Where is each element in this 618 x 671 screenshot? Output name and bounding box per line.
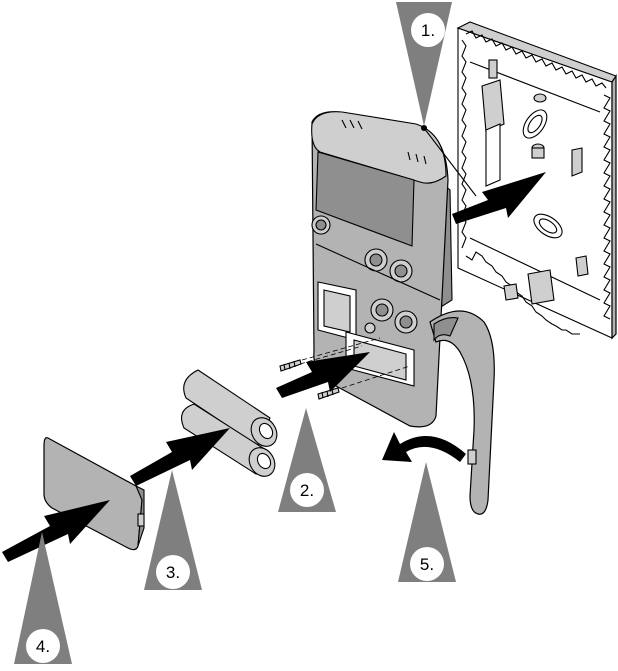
step4-label: 4. [36, 637, 50, 656]
arrow-step5-curved-icon [382, 432, 466, 462]
step3-label: 3. [166, 563, 180, 582]
callout-step5: 5. [398, 462, 456, 582]
arrow-step3-icon [130, 428, 230, 486]
callout-step3: 3. [144, 470, 202, 590]
step2-label: 2. [300, 481, 314, 500]
step5-label: 5. [420, 555, 434, 574]
callout-step2: 2. [278, 408, 336, 512]
step1-label: 1. [421, 21, 435, 40]
